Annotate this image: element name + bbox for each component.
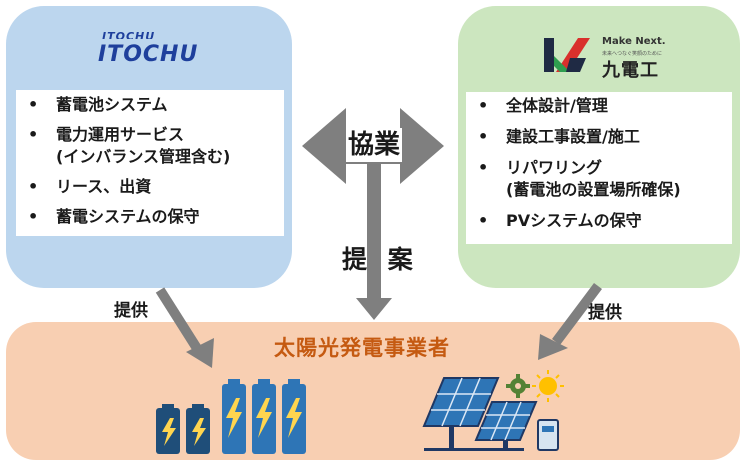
power-meter-icon: [537, 419, 559, 451]
proposal-label: 提 案: [342, 245, 419, 274]
proposal-arrow-head: [356, 298, 392, 320]
bullet-icon: •: [28, 207, 39, 226]
gear-icon: [506, 374, 530, 398]
provide-label-left: 提供: [114, 301, 148, 321]
itochu-logo-text: ITOCHU: [98, 42, 199, 67]
list-item-text: 蓄電システムの保守: [56, 207, 200, 226]
kyudenko-name: 九電工: [602, 60, 659, 81]
bullet-icon: •: [28, 177, 39, 196]
left-provide-arrow-shaft: [155, 287, 203, 353]
bullet-icon: •: [478, 127, 489, 146]
list-item: • リパワリング (蓄電池の設置場所確保): [466, 157, 732, 201]
sun-icon: [532, 370, 564, 402]
kyudenko-subtext: 未来へつなぐ笑顔のために: [602, 51, 663, 57]
list-item: • リース、出資: [16, 176, 284, 198]
solar-business-panel: [6, 322, 740, 460]
kyudenko-tagline: Make Next.: [602, 36, 666, 47]
solar-panel-icon: [422, 377, 538, 451]
list-item-text: (蓄電池の設置場所確保): [506, 180, 681, 199]
solar-business-title: 太陽光発電事業者: [274, 336, 450, 360]
list-item-text: (インバランス管理含む): [56, 147, 231, 166]
list-item-text: 蓄電池システム: [56, 95, 168, 114]
itochu-logo: ITOCHU ITOCHU: [98, 30, 198, 74]
itochu-logo-top-text: ITOCHU: [102, 30, 156, 39]
bullet-icon: •: [28, 125, 39, 144]
list-item-text: 電力運用サービス: [56, 125, 185, 144]
list-item: • 建設工事設置/施工: [466, 126, 732, 148]
bullet-icon: •: [478, 211, 489, 230]
proposal-arrow-shaft: [367, 164, 381, 302]
bullet-icon: •: [28, 95, 39, 114]
battery-icon: [156, 379, 306, 454]
bullet-icon: •: [478, 158, 489, 177]
list-item-text: リパワリング: [506, 158, 603, 177]
itochu-service-list: • 蓄電池システム • 電力運用サービス (インバランス管理含む) • リース、出資 • 蓄電シ…: [16, 90, 284, 236]
list-item: • 蓄電システムの保守: [16, 206, 284, 228]
list-item-text: 全体設計/管理: [506, 96, 608, 115]
kyudenko-logo: Make Next. 未来へつなぐ笑顔のために 九電工: [540, 34, 690, 81]
provide-label-right: 提供: [588, 303, 622, 323]
collaboration-label: 協業: [346, 128, 403, 162]
list-item: • 電力運用サービス (インバランス管理含む): [16, 124, 284, 168]
list-item-text: PVシステムの保守: [506, 211, 642, 230]
kyudenko-mark-icon: [544, 38, 590, 72]
bullet-icon: •: [478, 96, 489, 115]
right-provide-arrow-head: [538, 334, 568, 360]
list-item: • 蓄電池システム: [16, 94, 284, 116]
list-item: • 全体設計/管理: [466, 95, 732, 117]
list-item-text: 建設工事設置/施工: [506, 127, 640, 146]
left-provide-arrow-head: [186, 338, 214, 368]
list-item-text: リース、出資: [56, 177, 152, 196]
right-provide-arrow-shaft: [552, 283, 602, 345]
kyudenko-service-list: • 全体設計/管理 • 建設工事設置/施工 • リパワリング (蓄電池の設置場所確保) • PV…: [466, 92, 732, 244]
list-item: • PVシステムの保守: [466, 210, 732, 232]
